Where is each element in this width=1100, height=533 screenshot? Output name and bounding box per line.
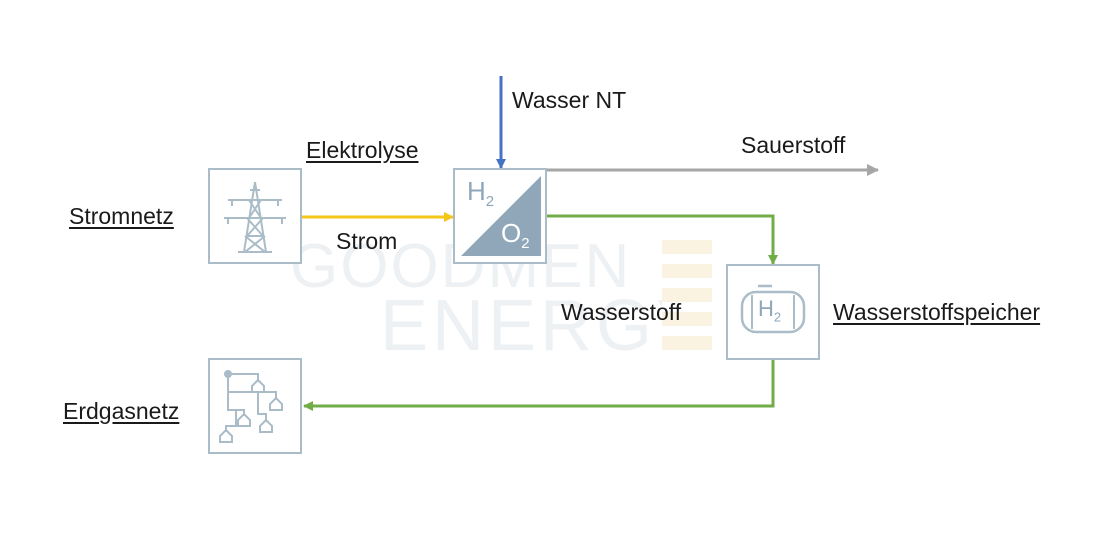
watermark-energy: ENERGY [380, 286, 709, 366]
wasserstoffspeicher-box: H2 [726, 264, 820, 360]
gas-grid-icon [219, 370, 283, 443]
storage-h2-label: H2 [758, 296, 782, 325]
watermark-stripes [662, 240, 712, 350]
electrolyzer-icon [461, 176, 541, 256]
power-pylon-icon [224, 181, 286, 253]
elektrolyse-label: Elektrolyse [306, 137, 419, 163]
erdgasnetz-box [208, 358, 302, 454]
erdgas-arrow [303, 360, 775, 411]
electrolyzer-box: H2 O2 [453, 168, 547, 264]
wasserstoffspeicher-label: Wasserstoffspeicher [833, 299, 1041, 325]
erdgasnetz-label: Erdgasnetz [63, 398, 180, 424]
stromnetz-label: Stromnetz [69, 203, 174, 229]
stromnetz-box [208, 168, 302, 264]
wasserstoff-arrow [547, 214, 778, 265]
electrolyzer-o2-label: O2 [501, 218, 530, 253]
wasserstoff-label: Wasserstoff [561, 299, 682, 325]
electrolyzer-h2-label: H2 [467, 176, 495, 211]
wasser-nt-label: Wasser NT [512, 87, 627, 113]
strom-label: Strom [336, 228, 398, 254]
hydrogen-tank-icon [740, 284, 806, 334]
sauerstoff-label: Sauerstoff [741, 132, 846, 158]
